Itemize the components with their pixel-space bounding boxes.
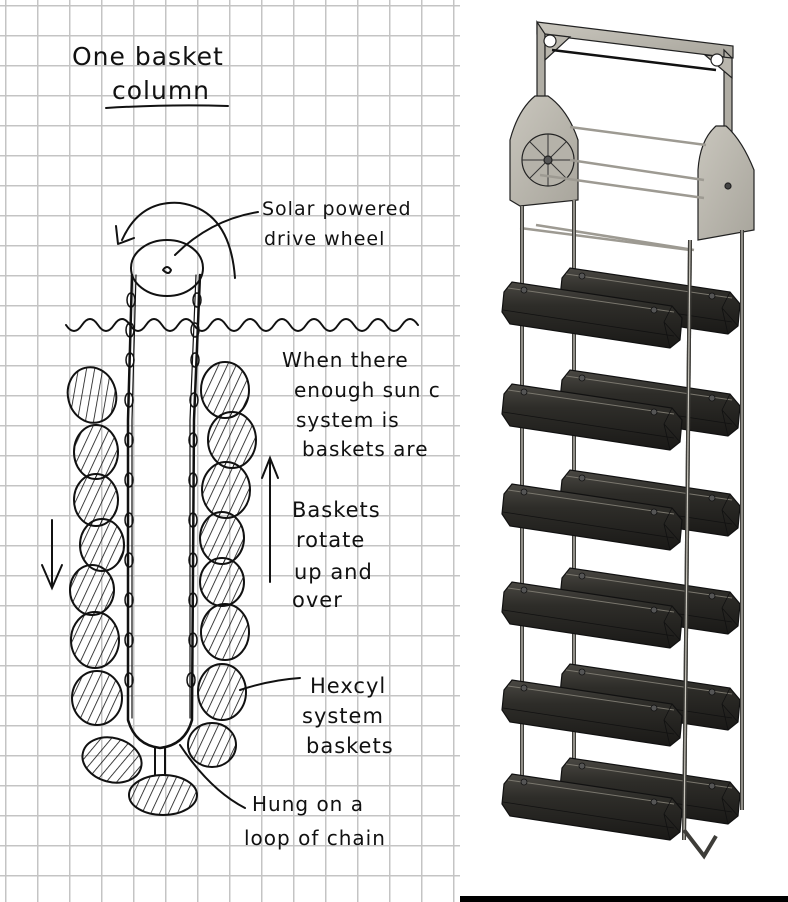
up-arrow-icon	[261, 455, 279, 583]
right-side-plate	[697, 125, 755, 241]
sketch-title-line2: column	[112, 76, 211, 105]
rotate-line-2: rotate	[296, 528, 366, 552]
title-underline	[105, 104, 229, 109]
hexcyl-line-1: Hexcyl	[310, 674, 387, 698]
chain-line-1: Hung on a	[252, 792, 364, 816]
sketch-title-line1: One basket	[72, 42, 224, 71]
sketch-drawing	[41, 104, 419, 816]
render-panel	[460, 0, 788, 902]
label-drive-wheel-2: drive wheel	[264, 228, 386, 250]
note-line-3: system is	[296, 408, 400, 432]
render-bottom-bar	[460, 896, 788, 902]
sun-line	[65, 318, 419, 332]
rotate-line-4: over	[292, 588, 343, 612]
basket-tiers	[501, 267, 741, 841]
chain-loop	[126, 273, 202, 750]
drive-wheel	[130, 239, 204, 297]
baskets-left	[66, 366, 143, 784]
label-drive-wheel-1: Solar powered	[262, 198, 412, 220]
rotate-line-3: up and	[294, 560, 373, 584]
top-frame	[536, 20, 734, 151]
rack-render	[501, 20, 755, 860]
drive-wheel-plate	[509, 95, 579, 207]
note-line-1: When there	[282, 348, 409, 372]
baskets-right	[187, 361, 257, 768]
hexcyl-line-3: baskets	[306, 734, 394, 758]
note-line-2: enough sun c	[294, 378, 441, 402]
hexcyl-line-2: system	[302, 704, 384, 728]
note-line-4: baskets are	[302, 437, 429, 461]
rotation-arrow-icon	[121, 201, 236, 279]
sketch-panel: One basket column Solar powered drive wh…	[0, 0, 460, 902]
down-arrow-icon	[41, 519, 63, 591]
basket-bottom	[128, 774, 198, 816]
chain-line-2: loop of chain	[244, 826, 386, 850]
rotate-line-1: Baskets	[292, 498, 381, 522]
